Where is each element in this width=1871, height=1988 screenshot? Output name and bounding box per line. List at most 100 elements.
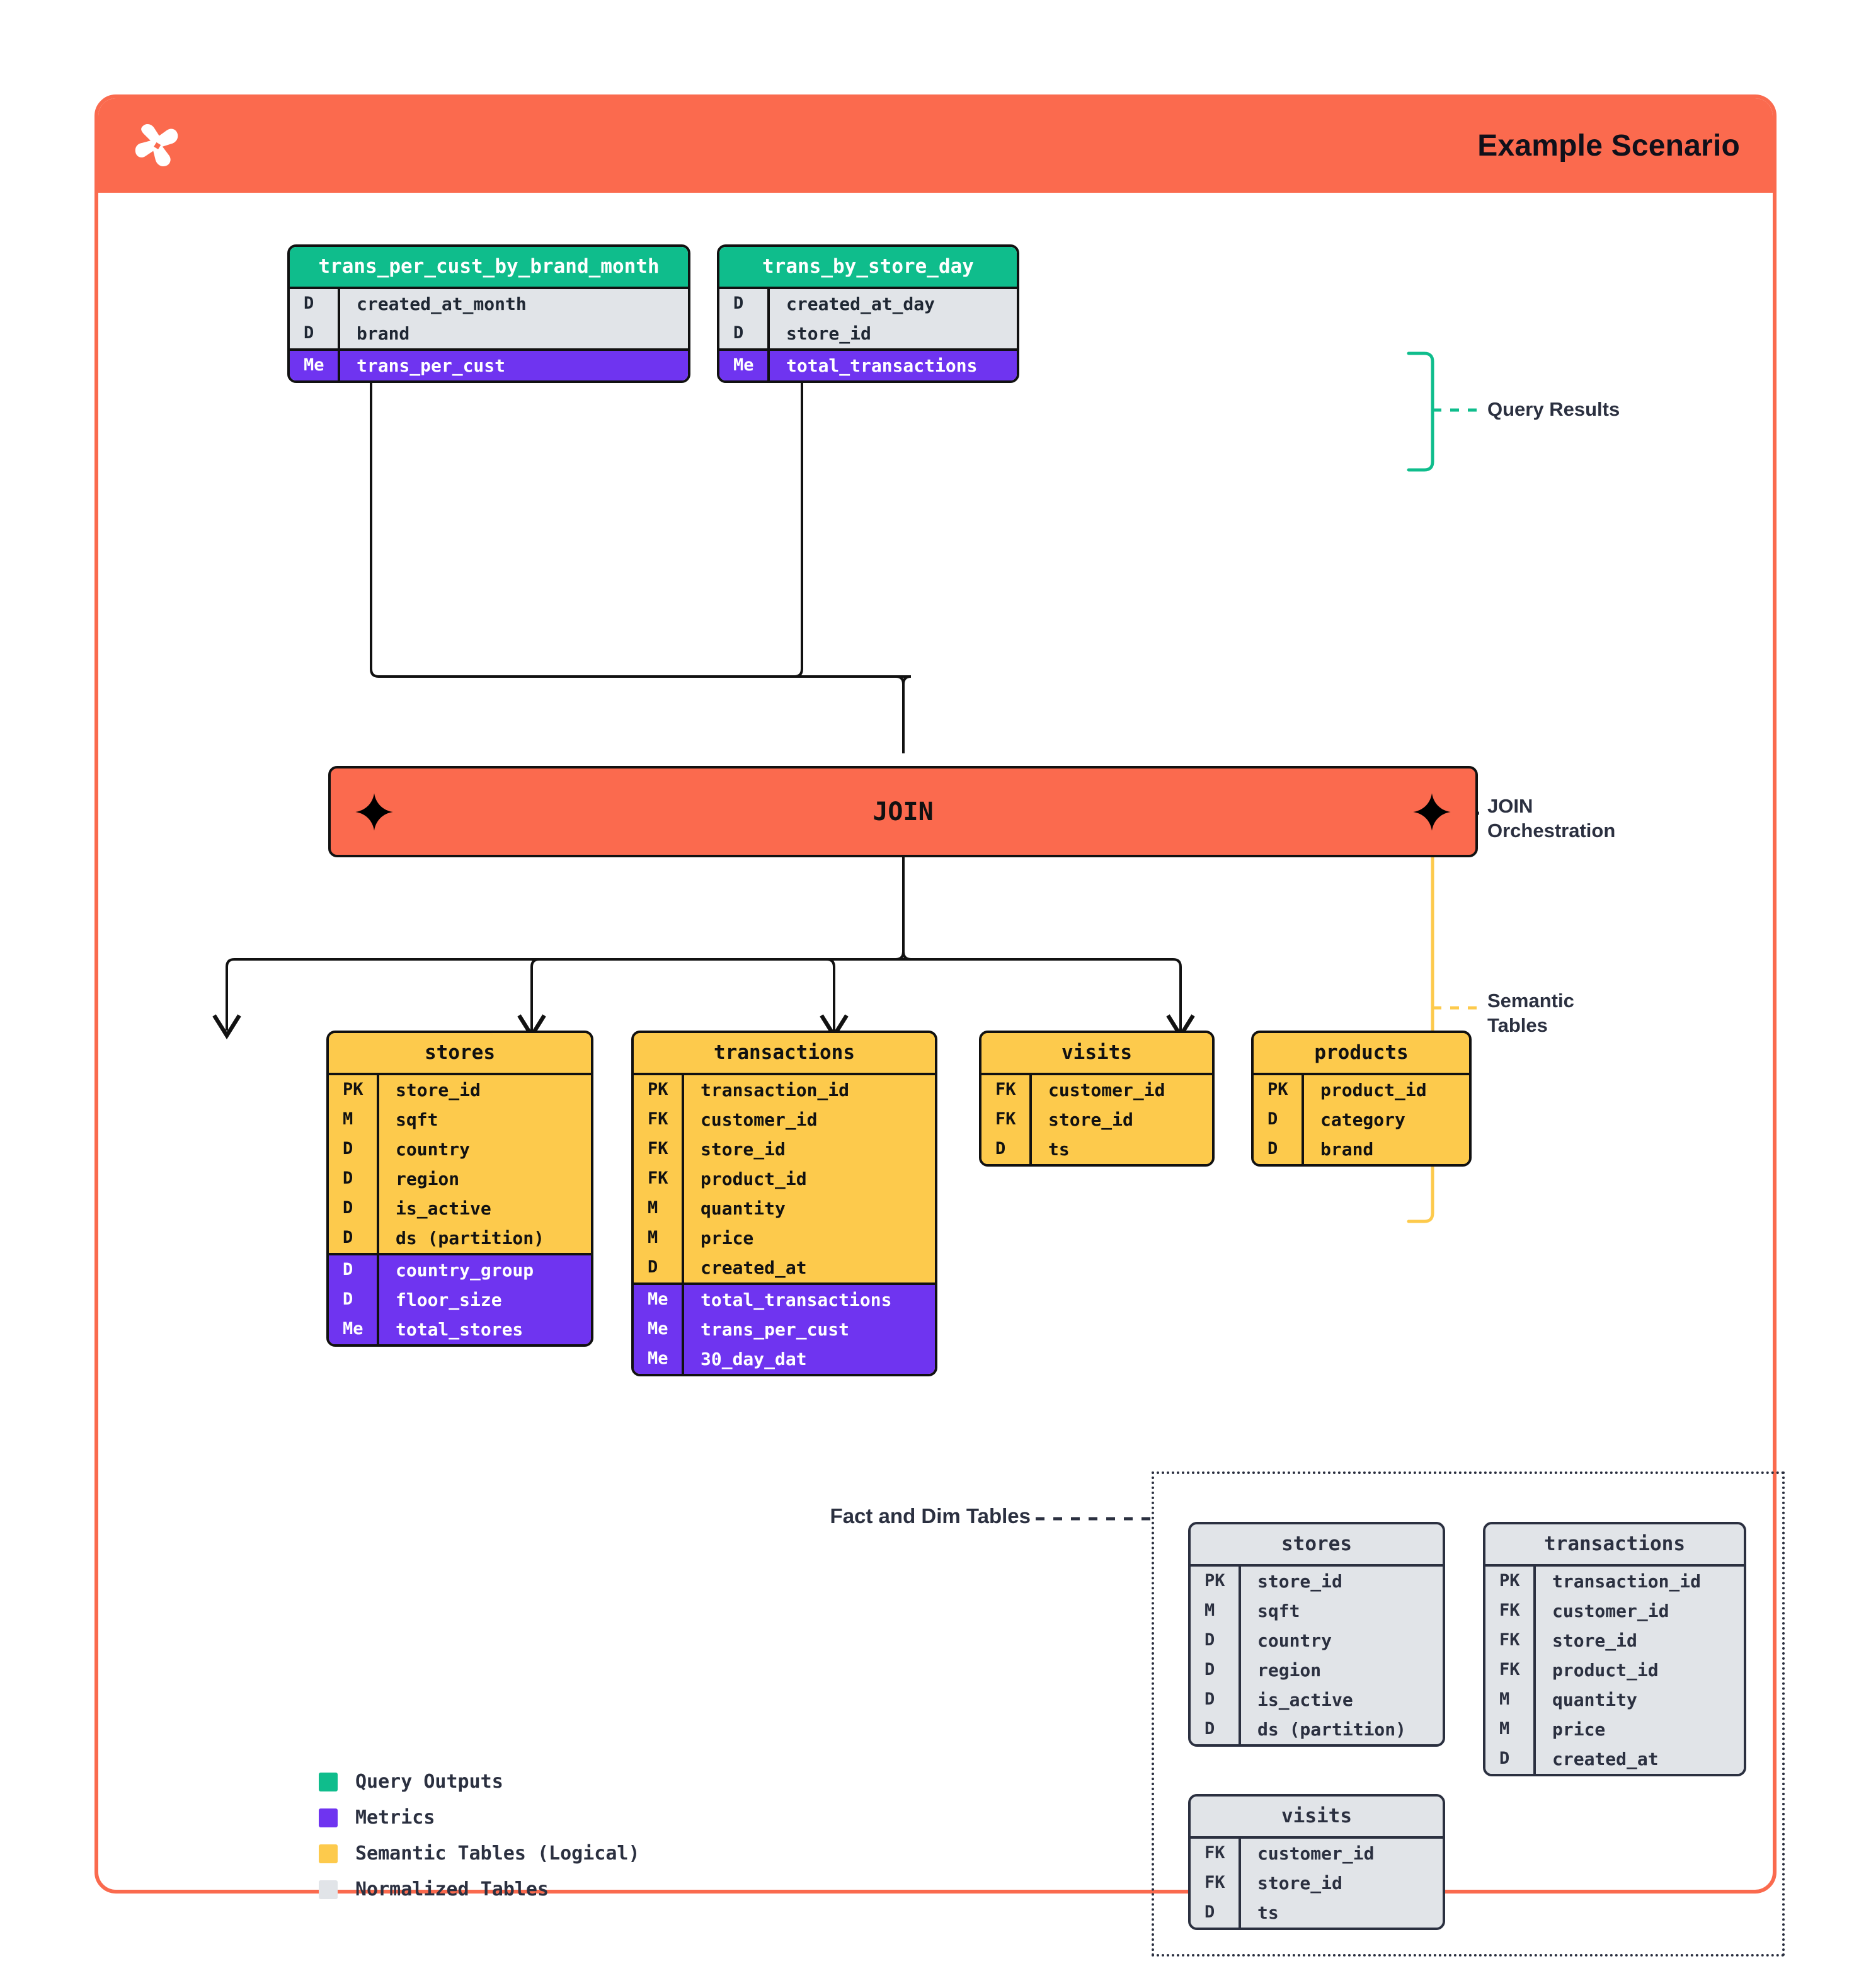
row-key: FK bbox=[648, 1139, 668, 1158]
sparkle-x-logo-icon bbox=[131, 118, 185, 173]
legend-swatch bbox=[319, 1772, 338, 1791]
row-field: created_at bbox=[1533, 1744, 1744, 1774]
legend-label: Normalized Tables bbox=[355, 1878, 549, 1900]
annotation-line-1: Semantic bbox=[1487, 990, 1574, 1012]
dimension-group: D created_at_month D brand bbox=[290, 289, 688, 348]
header-bar: Example Scenario bbox=[98, 98, 1773, 193]
row-key: D bbox=[995, 1139, 1006, 1158]
row-field: quantity bbox=[682, 1194, 935, 1223]
row-field: store_id bbox=[767, 319, 1017, 348]
row-field: product_id bbox=[682, 1164, 935, 1194]
row-key: FK bbox=[1204, 1843, 1225, 1863]
row-key: D bbox=[343, 1168, 353, 1188]
row-field: 30_day_dat bbox=[682, 1344, 935, 1374]
row-key: M bbox=[648, 1198, 658, 1218]
row-key: M bbox=[648, 1228, 658, 1247]
table-header: visits bbox=[1191, 1797, 1443, 1836]
table-row: D store_id bbox=[719, 319, 1017, 348]
row-key: D bbox=[1204, 1689, 1215, 1709]
legend-swatch bbox=[319, 1844, 338, 1863]
row-field: created_at_day bbox=[767, 289, 1017, 319]
row-field: created_at_month bbox=[338, 289, 688, 319]
table-row: FK store_id bbox=[1485, 1626, 1744, 1655]
row-key: Me bbox=[733, 355, 754, 375]
row-key: D bbox=[304, 294, 314, 313]
dimension-group: D created_at_day D store_id bbox=[719, 289, 1017, 348]
row-field: ds (partition) bbox=[377, 1223, 591, 1253]
row-field: store_id bbox=[377, 1075, 591, 1105]
row-field: store_id bbox=[682, 1134, 935, 1164]
query-table-trans-per-cust-by-brand-month[interactable]: trans_per_cust_by_brand_month D created_… bbox=[287, 244, 690, 383]
row-key: FK bbox=[995, 1109, 1016, 1129]
table-row: D brand bbox=[290, 319, 688, 348]
row-field: total_stores bbox=[377, 1315, 591, 1344]
table-header: trans_by_store_day bbox=[719, 247, 1017, 287]
row-key: D bbox=[1267, 1109, 1278, 1129]
diagram-frame: Example Scenario bbox=[94, 94, 1785, 1957]
query-table-trans-by-store-day[interactable]: trans_by_store_day D created_at_day D st… bbox=[717, 244, 1019, 383]
table-row: Me total_transactions bbox=[719, 351, 1017, 380]
row-key: D bbox=[1204, 1902, 1215, 1922]
table-header: stores bbox=[329, 1033, 591, 1073]
row-field: customer_id bbox=[682, 1105, 935, 1134]
legend-label: Metrics bbox=[355, 1807, 435, 1829]
row-key: D bbox=[1204, 1630, 1215, 1650]
row-field: region bbox=[377, 1164, 591, 1194]
table-row: Me total_transactions bbox=[634, 1285, 935, 1315]
row-field: store_id bbox=[1239, 1567, 1443, 1596]
join-orchestration-bar[interactable]: JOIN bbox=[328, 766, 1478, 857]
row-field: quantity bbox=[1533, 1685, 1744, 1715]
legend-label: Query Outputs bbox=[355, 1771, 503, 1793]
legend-item-metrics: Metrics bbox=[319, 1807, 640, 1829]
row-field: floor_size bbox=[377, 1285, 591, 1315]
row-key: Me bbox=[648, 1289, 668, 1309]
row-field: created_at bbox=[682, 1253, 935, 1282]
row-key: Me bbox=[648, 1319, 668, 1339]
row-key: FK bbox=[648, 1109, 668, 1129]
row-key: D bbox=[648, 1257, 658, 1277]
row-field: total_transactions bbox=[682, 1285, 935, 1315]
row-key: M bbox=[1499, 1689, 1510, 1709]
legend-item-semantic-tables: Semantic Tables (Logical) bbox=[319, 1842, 640, 1865]
row-field: product_id bbox=[1533, 1655, 1744, 1685]
row-key: FK bbox=[1204, 1873, 1225, 1892]
row-field: price bbox=[1533, 1715, 1744, 1744]
annotation-line-2: Tables bbox=[1487, 1014, 1548, 1036]
row-field: ds (partition) bbox=[1239, 1715, 1443, 1744]
row-key: Me bbox=[648, 1349, 668, 1368]
row-field: store_id bbox=[1239, 1868, 1443, 1898]
connector-wires bbox=[212, 325, 1479, 1521]
row-key: FK bbox=[1499, 1630, 1520, 1650]
row-field: store_id bbox=[1533, 1626, 1744, 1655]
row-field: transaction_id bbox=[682, 1075, 935, 1105]
